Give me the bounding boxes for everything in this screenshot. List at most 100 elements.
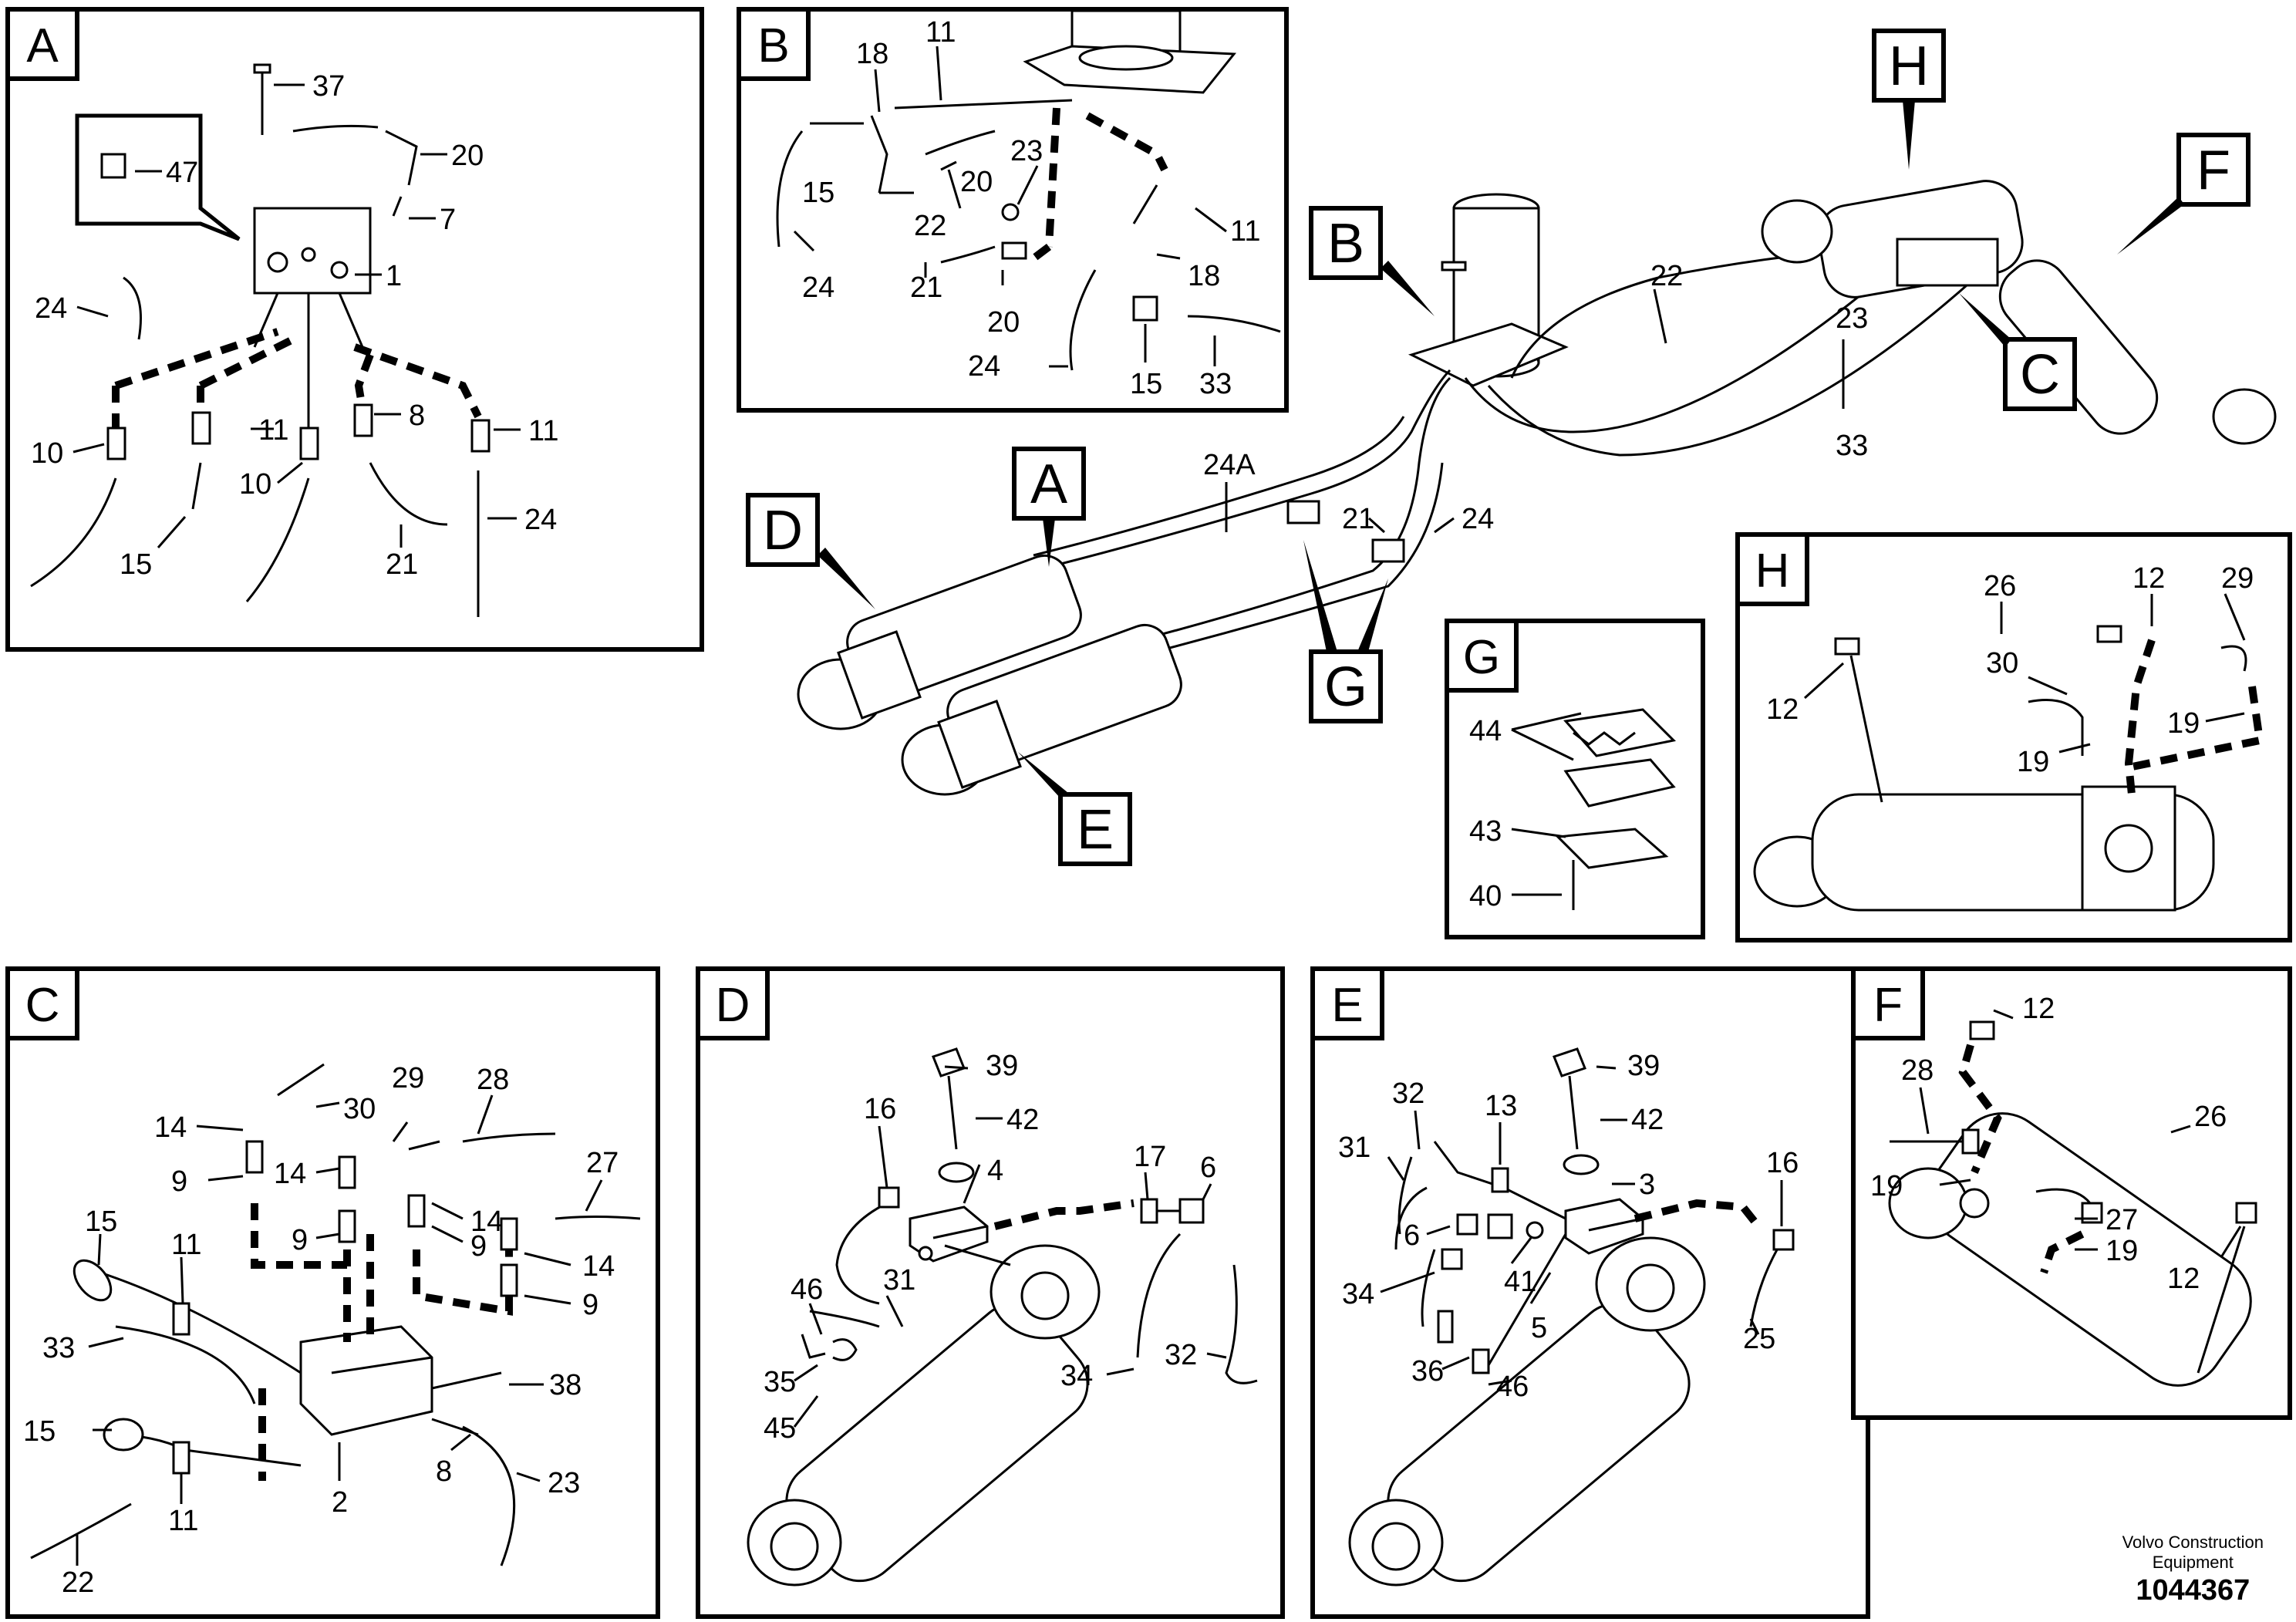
label-20: 20 [451, 140, 484, 172]
callout-B: B [1309, 206, 1435, 316]
svg-text:F: F [2197, 140, 2230, 201]
label-2: 2 [332, 1486, 348, 1519]
panel-H: H 26 12 29 12 30 19 19 [1735, 532, 2292, 943]
label-14: 14 [470, 1206, 503, 1238]
label-11: 11 [171, 1229, 201, 1261]
panel-A-letter: A [26, 19, 59, 73]
label-28: 28 [1901, 1054, 1934, 1087]
label-23: 23 [1010, 135, 1043, 167]
label-30: 30 [343, 1093, 376, 1125]
panel-E: E [1310, 966, 1870, 1619]
panel-C: C [5, 966, 660, 1619]
label-9: 9 [470, 1230, 487, 1263]
svg-text:B: B [1327, 213, 1364, 275]
label-7: 7 [440, 204, 456, 236]
panel-B: B 18 11 23 [737, 7, 1289, 413]
label-24: 24 [802, 271, 834, 304]
label-37: 37 [312, 70, 345, 103]
label-29: 29 [392, 1062, 424, 1094]
svg-text:H: H [1889, 35, 1929, 97]
label-43: 43 [1469, 815, 1502, 848]
brand-line-1: Volvo Construction [2122, 1533, 2264, 1552]
panel-D-letter: D [716, 979, 750, 1032]
label-16: 16 [1766, 1147, 1799, 1179]
panel-F: F 12 28 26 19 27 19 12 [1851, 966, 2292, 1420]
label-46: 46 [1496, 1371, 1529, 1403]
label-36: 36 [1411, 1355, 1444, 1388]
label-21: 21 [386, 548, 418, 581]
panel-B-letter: B [757, 19, 789, 73]
overview-label-21: 21 [1342, 503, 1374, 535]
label-14: 14 [274, 1158, 306, 1190]
label-19: 19 [2167, 707, 2200, 740]
label-9: 9 [292, 1224, 308, 1256]
label-15: 15 [120, 548, 152, 581]
callout-E: E [1018, 752, 1132, 866]
label-11: 11 [168, 1505, 198, 1537]
label-5: 5 [1531, 1312, 1547, 1344]
callout-G: G [1303, 540, 1388, 723]
label-32: 32 [1165, 1339, 1197, 1371]
svg-text:E: E [1077, 799, 1114, 861]
overview-label-24: 24 [1462, 503, 1494, 535]
label-28: 28 [477, 1064, 509, 1096]
overview-label-23: 23 [1836, 302, 1868, 335]
label-12: 12 [2167, 1263, 2200, 1295]
label-9: 9 [582, 1289, 598, 1321]
label-11: 11 [1230, 215, 1260, 248]
label-11: 11 [925, 16, 956, 49]
label-41: 41 [1504, 1266, 1536, 1298]
label-39: 39 [986, 1050, 1018, 1082]
label-20: 20 [960, 166, 993, 198]
label-27: 27 [586, 1147, 619, 1179]
label-22: 22 [62, 1566, 94, 1599]
label-1: 1 [386, 260, 402, 292]
label-45: 45 [764, 1412, 796, 1445]
svg-text:C: C [2020, 344, 2060, 406]
overview-label-33: 33 [1836, 430, 1868, 462]
panel-H-letter: H [1755, 545, 1790, 598]
label-25: 25 [1743, 1323, 1775, 1355]
label-14: 14 [154, 1111, 187, 1144]
label-17: 17 [1134, 1141, 1166, 1173]
label-6: 6 [1404, 1219, 1420, 1252]
label-19: 19 [2017, 746, 2049, 778]
label-34: 34 [1342, 1278, 1374, 1310]
panel-E-letter: E [1331, 979, 1363, 1032]
label-19: 19 [1870, 1170, 1903, 1202]
overview-machine: A B C D E F G [746, 29, 2277, 866]
label-8: 8 [436, 1455, 452, 1488]
label-12: 12 [2022, 993, 2055, 1025]
label-26: 26 [2194, 1101, 2227, 1133]
panel-C-letter: C [25, 979, 60, 1032]
label-46: 46 [791, 1273, 823, 1306]
svg-text:A: A [1030, 454, 1067, 515]
label-27: 27 [2106, 1204, 2138, 1236]
label-12: 12 [1766, 693, 1799, 726]
brand-line-2: Equipment [2152, 1553, 2234, 1572]
label-30: 30 [1986, 647, 2018, 679]
label-29: 29 [2221, 562, 2254, 595]
label-24: 24 [968, 350, 1000, 383]
label-14: 14 [582, 1250, 615, 1283]
panel-D: D [696, 966, 1285, 1619]
label-22: 22 [914, 210, 946, 242]
label-26: 26 [1984, 570, 2016, 602]
callout-C: C [1959, 293, 2077, 411]
label-15: 15 [1130, 368, 1162, 400]
label-11: 11 [528, 415, 558, 447]
overview-label-22: 22 [1650, 260, 1683, 292]
panel-G: G 44 43 40 [1445, 619, 1705, 939]
footer: Volvo Construction Equipment 1044367 [2122, 1533, 2264, 1608]
label-38: 38 [549, 1369, 582, 1401]
label-33: 33 [1199, 368, 1232, 400]
label-15: 15 [85, 1206, 117, 1238]
label-34: 34 [1060, 1360, 1093, 1392]
label-39: 39 [1627, 1050, 1660, 1082]
svg-text:D: D [763, 500, 803, 561]
callout-A: A [1012, 447, 1086, 567]
svg-text:G: G [1324, 656, 1367, 718]
label-3: 3 [1639, 1168, 1655, 1201]
callout-D: D [746, 493, 875, 609]
